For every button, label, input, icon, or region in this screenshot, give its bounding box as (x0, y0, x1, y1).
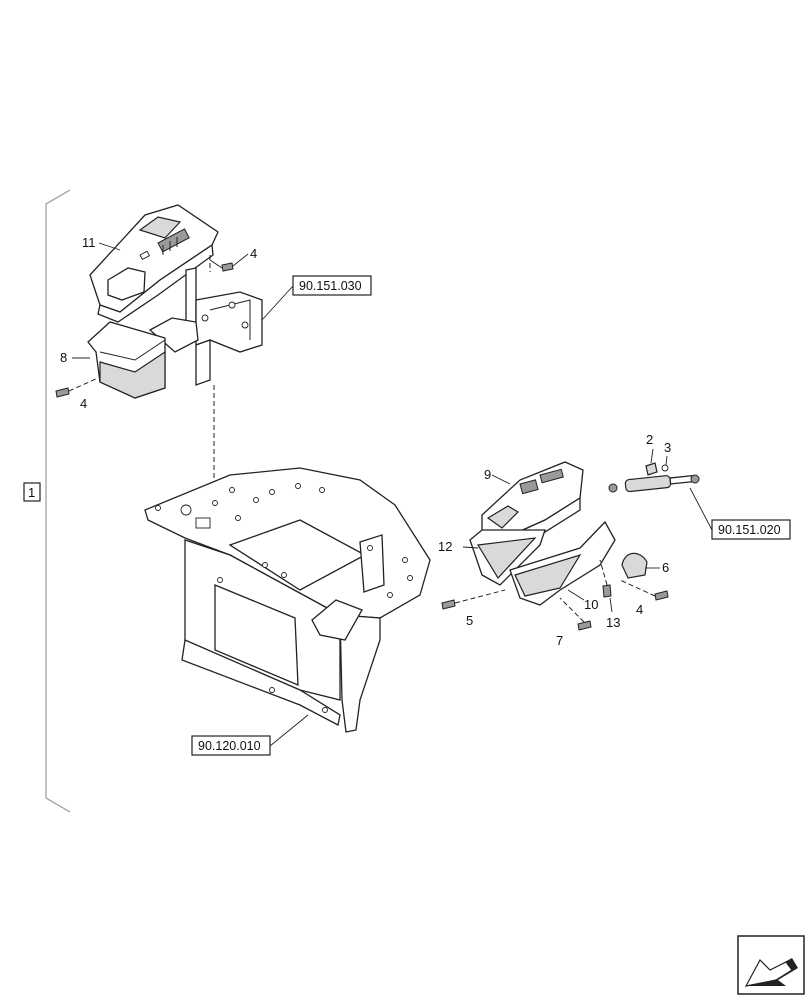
reference-90-151-030[interactable]: 90.151.030 (292, 275, 372, 296)
callout-2: 2 (646, 432, 653, 447)
part-floor-frame[interactable] (144, 467, 431, 733)
part-panel-10[interactable] (509, 520, 616, 606)
callout-1: 1 (28, 485, 35, 500)
callout-5: 5 (466, 613, 473, 628)
arrow-next-icon[interactable] (737, 935, 805, 995)
assembly-bracket: 1 (23, 189, 71, 813)
callout-8: 8 (60, 350, 67, 365)
reference-label-bottom: 90.120.010 (198, 739, 261, 753)
callout-11: 11 (82, 235, 96, 250)
part-cover-12[interactable] (469, 529, 546, 586)
screw-7[interactable] (559, 597, 592, 631)
screw-5[interactable] (441, 589, 506, 610)
screw-4-right[interactable] (619, 579, 669, 601)
callout-4-right: 4 (636, 602, 643, 617)
callout-4-top: 4 (250, 246, 257, 261)
part-knob-6[interactable] (621, 552, 648, 579)
part-cover-8[interactable] (87, 321, 166, 399)
screw-4-top[interactable] (209, 259, 234, 272)
callout-10: 10 (584, 597, 598, 612)
callout-6: 6 (662, 560, 669, 575)
callout-3: 3 (664, 440, 671, 455)
screw-4-left[interactable] (55, 377, 99, 398)
item-box-1 (23, 482, 41, 502)
reference-90-120-010[interactable]: 90.120.010 (191, 735, 271, 756)
callout-4-left: 4 (80, 396, 87, 411)
callout-9: 9 (484, 467, 491, 482)
callout-7: 7 (556, 633, 563, 648)
reference-label-right: 90.151.020 (718, 523, 781, 537)
reference-label-top: 90.151.030 (299, 279, 362, 293)
part-mount-bracket[interactable] (148, 267, 263, 386)
reference-90-151-020[interactable]: 90.151.020 (711, 519, 791, 540)
callout-13: 13 (606, 615, 620, 630)
screw-13[interactable] (599, 559, 612, 598)
part-console-upper[interactable] (89, 204, 219, 323)
part-gas-strut[interactable] (608, 462, 700, 493)
callout-12: 12 (438, 539, 452, 554)
